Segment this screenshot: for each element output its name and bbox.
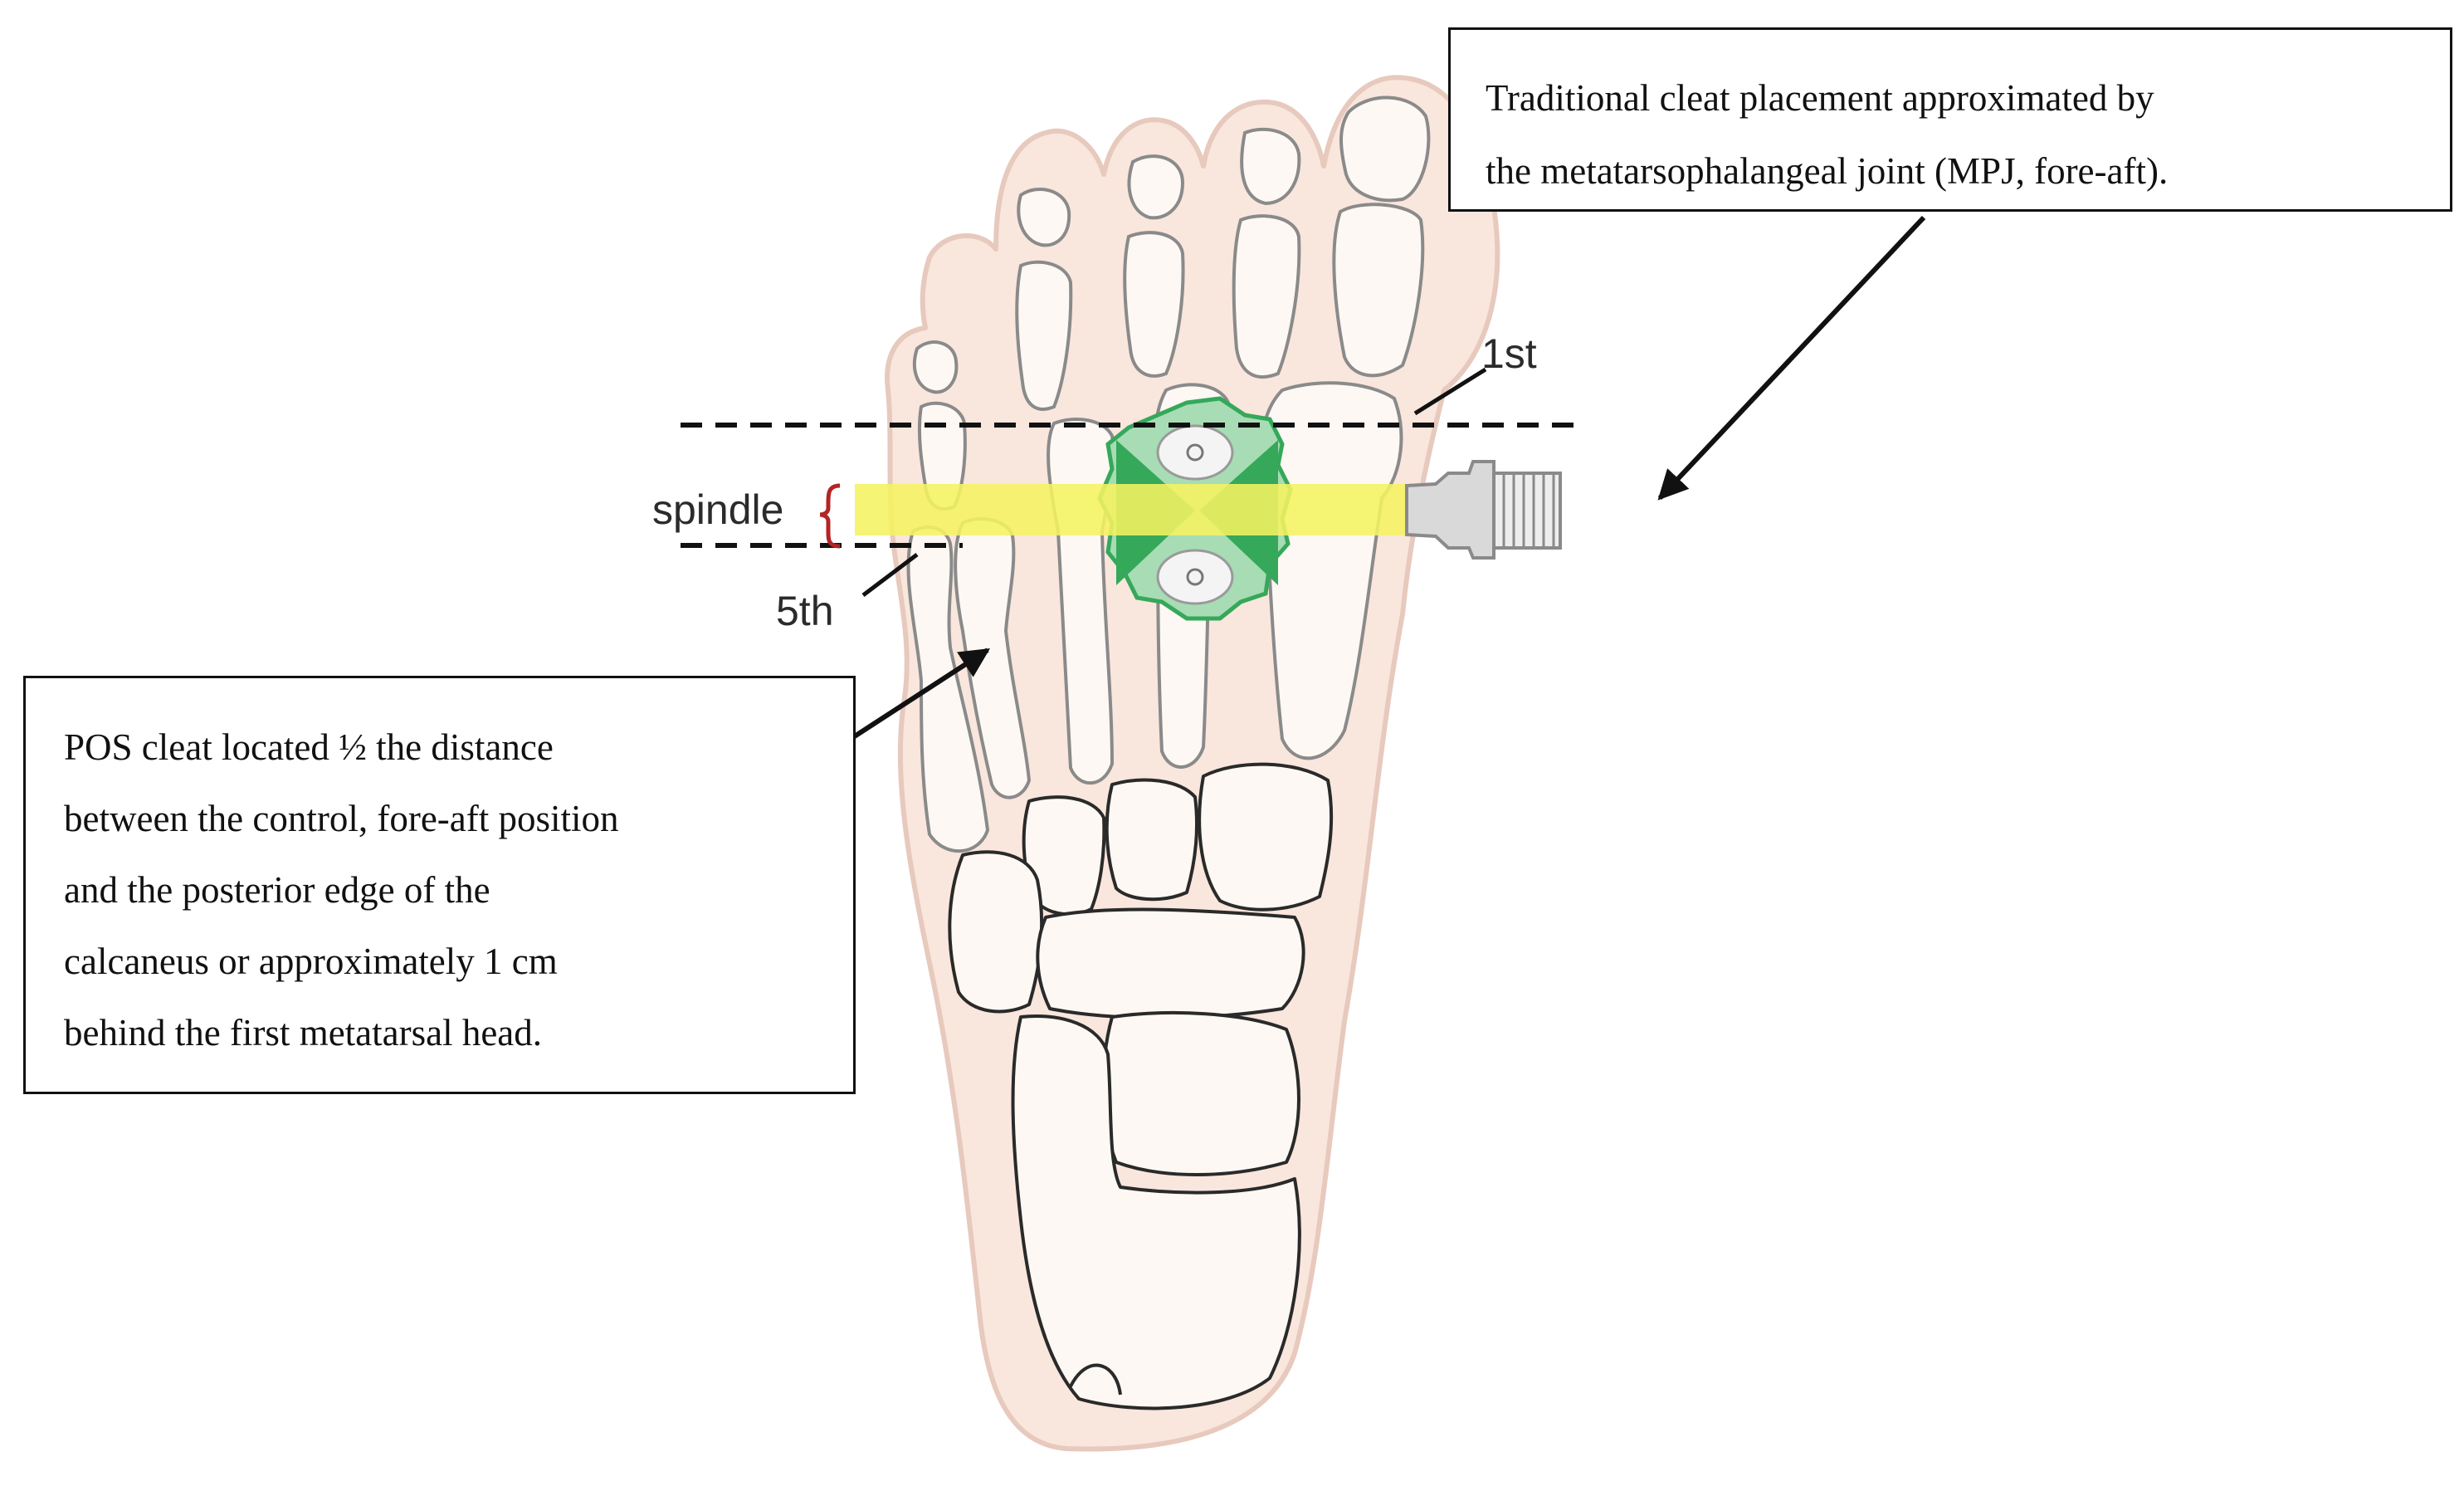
fourth-metatarsal xyxy=(954,517,1032,799)
cleat-screw-top xyxy=(1186,443,1204,462)
callout-line: the metatarsophalangeal joint (MPJ, fore… xyxy=(1486,150,2169,192)
callout-line: and the posterior edge of the xyxy=(64,869,490,911)
third-toe-distal xyxy=(1127,154,1185,220)
callout-line: between the control, fore-aft position xyxy=(64,798,619,839)
navicular xyxy=(1036,907,1305,1020)
heel-notch xyxy=(1069,1363,1122,1396)
cleat-screw-bottom xyxy=(1186,568,1204,586)
big-toe-distal xyxy=(1339,95,1431,203)
spindle-band xyxy=(855,484,1407,535)
spindle-pedal-shaft xyxy=(1405,460,1495,560)
first-metatarsal-label: 1st xyxy=(1481,330,1537,377)
pos-cleat-callout: POS cleat located ½ the distance between… xyxy=(23,676,856,1094)
fifth-toe-distal xyxy=(912,340,959,394)
toe-bones xyxy=(912,95,1431,511)
callout-line: calcaneus or approximately 1 cm xyxy=(64,941,558,982)
callout-line: Traditional cleat placement approximated… xyxy=(1486,77,2154,119)
calcaneus xyxy=(1011,1014,1301,1410)
intermediate-cuneiform xyxy=(1105,778,1198,902)
tarsal-bones xyxy=(948,762,1334,1410)
fifth-metatarsal-label: 5th xyxy=(776,588,834,634)
cleat-bolt-top xyxy=(1156,424,1234,481)
cleat-bolt-bottom xyxy=(1156,549,1234,605)
spindle-thread-lines xyxy=(1502,473,1555,548)
fifth-metatarsal xyxy=(906,525,990,853)
big-toe-proximal xyxy=(1332,203,1425,378)
spindle-label: spindle xyxy=(652,486,784,533)
callout-line: behind the first metatarsal head. xyxy=(64,1012,543,1053)
traditional-callout-arrow xyxy=(1657,215,1926,501)
third-toe-proximal xyxy=(1123,231,1185,378)
fourth-toe-distal xyxy=(1017,187,1071,247)
pos-callout-arrow xyxy=(849,648,991,741)
fifth-label-leader xyxy=(861,553,919,597)
first-label-leader xyxy=(1413,367,1487,416)
fourth-toe-proximal xyxy=(1015,260,1073,411)
traditional-cleat-callout: Traditional cleat placement approximated… xyxy=(1448,27,2452,212)
callout-line: POS cleat located ½ the distance xyxy=(64,726,554,768)
second-toe-distal xyxy=(1240,127,1301,206)
spindle-bracket xyxy=(819,483,841,549)
second-toe-proximal xyxy=(1232,214,1301,379)
medial-cuneiform xyxy=(1198,762,1334,912)
spindle xyxy=(855,460,1562,560)
cuboid xyxy=(948,850,1044,1014)
talus xyxy=(1101,1011,1300,1176)
